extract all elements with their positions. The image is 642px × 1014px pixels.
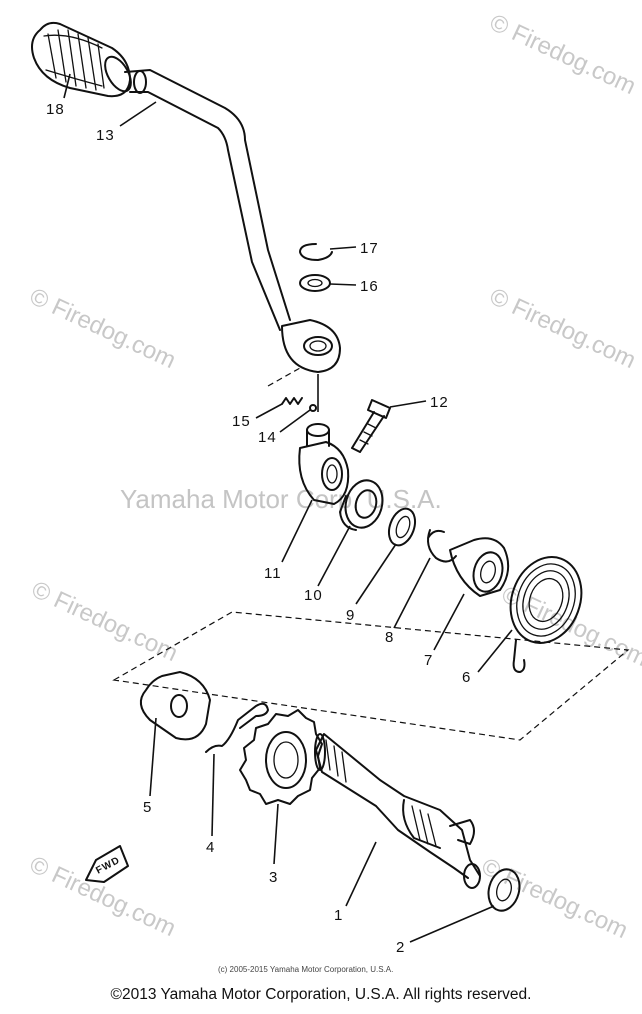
callout-16: 16 (360, 278, 379, 295)
copyright-footer: ©2013 Yamaha Motor Corporation, U.S.A. A… (110, 986, 532, 1003)
callout-1: 1 (334, 907, 343, 924)
callout-8: 8 (385, 629, 394, 646)
part-7-spring-guide (449, 537, 510, 597)
part-4-clip (205, 702, 269, 753)
part-10-collar (339, 479, 384, 531)
watermark-mid-left: © Firedog.com (25, 283, 179, 374)
callout-3: 3 (269, 869, 278, 886)
part-8-circlip (427, 529, 457, 563)
part-5-plate (139, 671, 211, 741)
leader-lines (63, 73, 513, 943)
callout-14: 14 (258, 429, 277, 446)
part-2-washer (487, 868, 521, 912)
watermark-lower-left: © Firedog.com (27, 576, 181, 667)
callout-numbers: 18 13 17 16 12 15 14 11 10 9 8 7 6 5 4 3… (46, 101, 471, 956)
part-14-ball (309, 404, 317, 412)
callout-13: 13 (96, 127, 115, 144)
alignment-line-upper (267, 367, 301, 387)
callout-6: 6 (462, 669, 471, 686)
assembly-frame (112, 611, 630, 741)
callout-9: 9 (346, 607, 355, 624)
callout-4: 4 (206, 839, 215, 856)
part-3-kick-gear (239, 709, 323, 805)
small-credit: (c) 2005-2015 Yamaha Motor Corporation, … (218, 965, 393, 974)
part-17-circlip (299, 243, 333, 261)
callout-10: 10 (304, 587, 323, 604)
part-18-grip (31, 21, 132, 98)
callout-15: 15 (232, 413, 251, 430)
part-15-spring (281, 397, 303, 405)
watermark-mid-right: © Firedog.com (485, 283, 639, 374)
callout-7: 7 (424, 652, 433, 669)
part-6-kick-spring (509, 556, 583, 673)
callout-11: 11 (264, 565, 282, 582)
watermark-center: Yamaha Motor Corp. U.S.A. (120, 484, 442, 514)
callout-18: 18 (46, 101, 65, 118)
part-16-washer (299, 274, 331, 292)
part-11-kick-boss (298, 423, 350, 505)
callout-2: 2 (396, 939, 405, 956)
watermark-top-right: © Firedog.com (485, 9, 639, 100)
callout-5: 5 (143, 799, 152, 816)
callout-12: 12 (430, 394, 449, 411)
part-13-kick-crank (124, 69, 341, 373)
part-1-kick-shaft (314, 733, 481, 889)
part-12-bolt (351, 399, 391, 453)
callout-17: 17 (360, 240, 379, 257)
watermark-bottom-right: © Firedog.com (477, 853, 631, 944)
watermarks: © Firedog.com © Firedog.com © Firedog.co… (25, 9, 642, 944)
